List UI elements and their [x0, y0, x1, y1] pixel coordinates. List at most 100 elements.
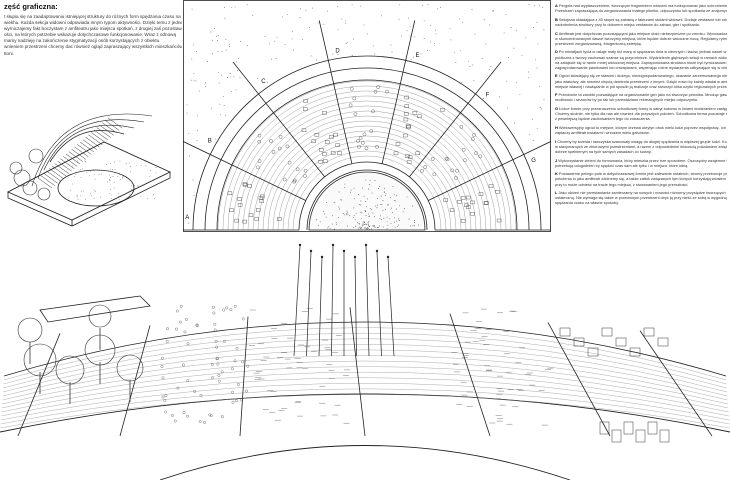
plan-tier-step	[247, 110, 487, 231]
legend-item-k: K Postawienie pelingo połe w dotychczaso…	[555, 171, 727, 186]
plan-ground-dot	[414, 36, 416, 38]
plan-ground-dot	[323, 23, 325, 25]
plan-stage-dot	[347, 213, 349, 215]
model-ground-dot	[137, 185, 139, 187]
perspective-section-dividers	[17, 307, 713, 437]
perspective-garden-mark	[164, 410, 168, 414]
perspective-tier-step	[3, 338, 727, 389]
intro-line: wiekhu. Każda sekcja widowni odpowiada i…	[4, 20, 182, 26]
model-ground-dot	[109, 193, 110, 194]
plan-ground-dot	[409, 25, 411, 27]
plan-ground-dot	[542, 7, 544, 8]
plan-seat-mark	[242, 219, 247, 224]
plan-ground-dot	[227, 77, 229, 78]
model-ground-dot	[93, 173, 95, 175]
plan-ground-dot	[481, 58, 483, 59]
plan-planting-mark	[277, 146, 282, 151]
plan-stage-dot	[331, 223, 333, 225]
plan-stage-dot	[361, 187, 363, 189]
lighting-pole-lamp	[353, 255, 357, 259]
model-ground-dot	[154, 198, 155, 200]
legend-text: Łóżce formie przy przeznaczeniu schodkow…	[559, 106, 727, 112]
plan-tier-step	[242, 105, 492, 231]
perspective-tier-step	[2, 355, 728, 401]
legend-text: potrzebują udogodnień by spędzić czas sa…	[555, 162, 689, 168]
plan-divider	[183, 140, 306, 201]
plan-ground-dot	[199, 90, 201, 92]
plan-stage-dot	[367, 213, 369, 215]
perspective-garden-mark	[214, 340, 218, 343]
plan-stage-dot	[386, 228, 388, 230]
model-ground-dot	[125, 163, 127, 164]
model-ground-dot	[100, 196, 101, 198]
plan-divider	[318, 20, 353, 164]
model-ground-dot	[93, 197, 95, 199]
plan-ground-dot	[211, 107, 213, 109]
model-tier-line	[88, 134, 103, 146]
plan-stage-dot	[366, 227, 368, 229]
plan-ground-dot	[236, 61, 237, 63]
plan-stage-dot	[409, 225, 411, 227]
lighting-pole-lamp	[342, 249, 346, 253]
model-ground-dot	[120, 179, 121, 180]
plan-ground-dot	[449, 27, 451, 29]
perspective-garden-mark	[241, 360, 245, 364]
plan-stage-dot	[352, 216, 354, 218]
plan-ground-texture	[186, 3, 545, 224]
perspective-garden-mark	[223, 339, 226, 343]
plan-stage-dot	[393, 221, 395, 223]
model-ground-dot	[75, 173, 77, 175]
plan-stage-dot	[327, 227, 329, 229]
plan-ground-dot	[186, 112, 188, 114]
perspective-arena-edge	[159, 445, 571, 480]
perspective-garden-mark	[216, 362, 220, 366]
plan-stage-dot	[394, 217, 396, 219]
perspective-garden-mark	[222, 308, 226, 312]
model-ground-dot	[109, 179, 110, 181]
model-tree-canopy	[9, 161, 23, 175]
plan-stage-dot	[383, 217, 385, 219]
perspective-tree-canopy	[55, 355, 85, 385]
plan-stage-dot	[363, 221, 365, 223]
plan-stage-dot	[335, 221, 337, 223]
plan-tier-step	[267, 130, 467, 231]
plan-ground-dot	[219, 103, 221, 105]
perspective-base	[0, 321, 730, 480]
legend-key: G	[555, 106, 559, 112]
plan-ground-dot	[381, 15, 382, 17]
perspective-divider	[17, 333, 61, 437]
plan-ground-dot	[543, 99, 545, 101]
model-ground-dot	[112, 176, 114, 177]
model-ground-dot	[130, 165, 131, 167]
legend-text: Chcemy stożnie, nie tylko dla nas ale ró…	[555, 111, 727, 117]
plan-stage-dot	[386, 221, 388, 223]
plan-seat-mark	[406, 125, 411, 129]
plan-ground-dot	[193, 72, 195, 74]
perspective-divider	[349, 307, 366, 437]
intro-line: ttoni.	[4, 50, 14, 56]
model-tier-line	[71, 148, 86, 160]
plan-ground-dot	[529, 133, 531, 135]
plan-stage-dot	[377, 197, 378, 199]
plan-stage-dot	[353, 226, 355, 228]
plan-stage-dot	[368, 221, 370, 222]
plan-seat-mark	[443, 198, 448, 202]
plan-ground-dot	[490, 66, 492, 67]
model-ground-dot	[71, 165, 73, 167]
plan-stage-dot	[376, 207, 378, 209]
lighting-pole	[318, 257, 323, 357]
plan-planting-mark	[303, 174, 307, 178]
plan-stage-dot	[338, 206, 340, 208]
perspective-garden-mark	[195, 324, 199, 328]
plan-tier-step	[272, 135, 462, 231]
model-ground-dot	[80, 195, 82, 197]
legend-item-l: L Jako ułożeń nie przestawiania zamierza…	[555, 190, 727, 205]
plan-seat-mark	[406, 160, 412, 164]
model-ground-dot	[110, 189, 112, 190]
perspective-tier-step	[0, 383, 730, 421]
plan-ground-dot	[469, 66, 471, 67]
legend-text: na zatajscie się w ramie mniej widocznej…	[555, 59, 727, 65]
plan-stage-dot	[353, 198, 355, 200]
plan-planting-mark	[287, 160, 292, 165]
plan-ground-dot	[516, 81, 518, 83]
